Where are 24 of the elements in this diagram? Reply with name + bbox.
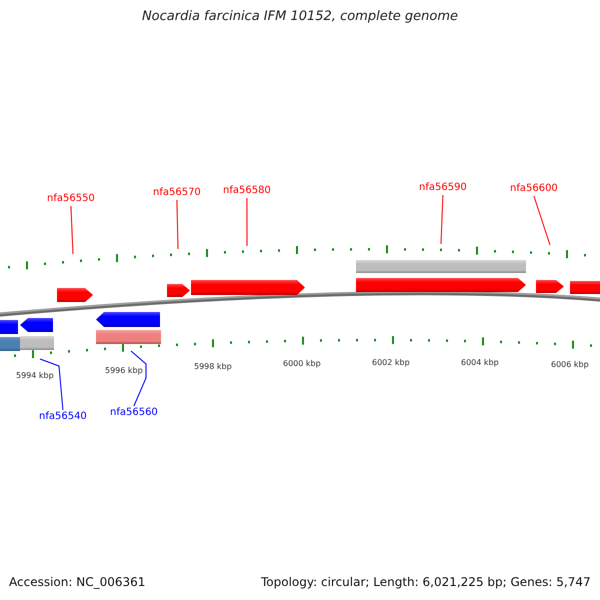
scale-label: 5998 kbp	[194, 362, 232, 371]
scale-label: 5994 kbp	[16, 371, 54, 380]
footer-text: Accession: NC_006361	[9, 575, 146, 589]
leader-line	[533, 196, 550, 246]
gene-label: nfa56600	[510, 183, 558, 195]
gene-label: nfa56580	[223, 185, 271, 197]
leader-line	[176, 200, 178, 250]
leader-line	[246, 198, 248, 246]
leader-line	[70, 206, 74, 254]
leader-line	[130, 350, 146, 406]
scale-label: 6004 kbp	[461, 358, 499, 367]
scale-label: 6000 kbp	[283, 359, 321, 368]
footer-text: Topology: circular; Length: 6,021,225 bp; Genes: 5,747	[261, 575, 591, 589]
gene-label: nfa56550	[47, 193, 95, 205]
gene-label: nfa56560	[110, 407, 158, 419]
scale-label: 6002 kbp	[372, 358, 410, 367]
leader-line	[440, 194, 444, 244]
scale-label: 5996 kbp	[105, 366, 143, 375]
map-title: Nocardia farcinica IFM 10152, complete genome	[140, 9, 460, 24]
gene-label: nfa56570	[153, 187, 201, 199]
gene-label: nfa56590	[419, 182, 467, 194]
gene-label: nfa56540	[39, 411, 87, 423]
leader-line	[40, 358, 64, 410]
scale-label: 6006 kbp	[551, 360, 589, 369]
